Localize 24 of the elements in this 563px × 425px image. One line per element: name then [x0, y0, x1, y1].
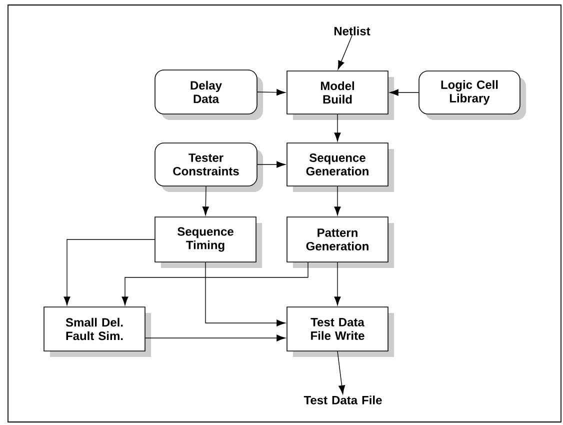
- node-label: Test Data File: [304, 396, 382, 404]
- node-label: Netlist: [334, 26, 370, 36]
- arrow: [145, 334, 286, 342]
- process-box: Pattern Generation: [286, 216, 394, 268]
- process-box: Small Del. Fault Sim.: [44, 306, 151, 357]
- arrow: [202, 186, 209, 216]
- arrow: [334, 114, 341, 142]
- rounded-box: Logic Cell Library: [418, 70, 526, 120]
- arrow: [64, 239, 155, 306]
- arrow: [205, 262, 286, 326]
- arrow: [337, 351, 346, 394]
- arrow: [390, 89, 419, 96]
- arrow: [338, 35, 352, 70]
- arrow: [257, 89, 286, 96]
- arrow: [122, 262, 308, 306]
- process-box: Sequence Timing: [154, 216, 262, 268]
- process-box: Sequence Generation: [286, 142, 394, 192]
- process-box: Model Build: [286, 70, 394, 120]
- arrow: [334, 262, 341, 306]
- rounded-box: Tester Constraints: [154, 142, 263, 192]
- arrow: [334, 186, 341, 216]
- process-box: Test Data File Write: [286, 306, 394, 357]
- arrow: [257, 161, 286, 168]
- rounded-box: Delay Data: [154, 70, 263, 120]
